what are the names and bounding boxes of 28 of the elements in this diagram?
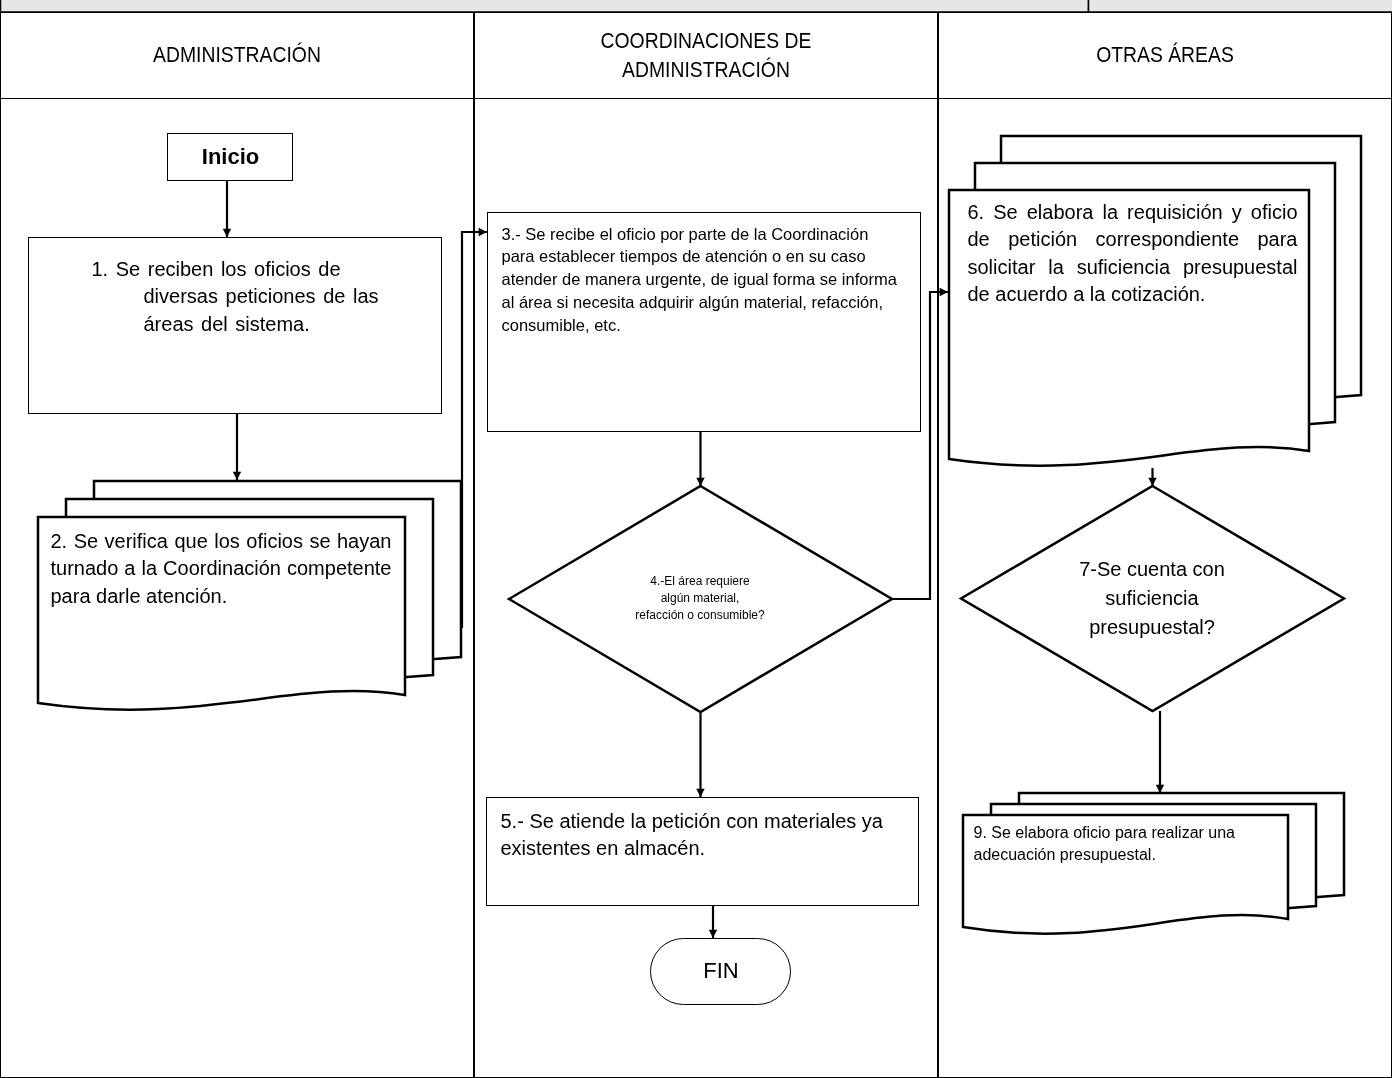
arrow (696, 432, 705, 487)
step-text: FIN (702, 956, 740, 985)
arrow (1148, 468, 1157, 487)
step-text: 6. Se elabora la requisición y oficio de petición correspondiente para solicitar la suficiencia presupuestal de acuerdo a la cotización. (966, 199, 1299, 308)
arrow (696, 712, 705, 798)
swimlane (474, 12, 938, 1078)
swimlane (0, 12, 474, 1078)
step-text: 9. Se elabora oficio para realizar una adecuación presupuestal. (972, 822, 1236, 865)
step-text: 2. Se verifica que los oficios se hayan turnado a la Coordinación competente para darle atención. (49, 528, 393, 609)
step-text: 4.-El área requiere algún material, refacción o consumible? (635, 572, 765, 625)
step-text: 1. Se reciben los oficios de diversas peticiones de las áreas del sistema. (90, 256, 380, 337)
process-box (27, 236, 442, 414)
lane-header: ADMINISTRACIÓN (152, 41, 322, 70)
swimlane (938, 12, 1392, 1078)
arrow (708, 906, 718, 939)
step-text: 3.- Se recibe el oficio por parte de la Coordinación para establecer tiempos de atención o en su caso atender de manera urgente, de igual forma se informa al área si necesita adquirir algún material, refacción, consumible, etc. (500, 223, 898, 336)
start-box (166, 132, 293, 181)
arrow (893, 287, 949, 601)
process-box (485, 796, 919, 906)
step-text: Inicio (200, 142, 261, 171)
arrow (232, 414, 242, 481)
step-text: 5.- Se atiende la petición con materiales ya existentes en almacén. (499, 808, 884, 862)
arrow (460, 227, 488, 630)
process-box (486, 211, 921, 432)
lane-header: OTRAS ÁREAS (1095, 41, 1235, 70)
lane-header: COORDINACIONES DE ADMINISTRACIÓN (599, 26, 813, 84)
arrow (222, 181, 232, 238)
step-text: 7-Se cuenta con suficiencia presupuestal? (1078, 556, 1226, 640)
